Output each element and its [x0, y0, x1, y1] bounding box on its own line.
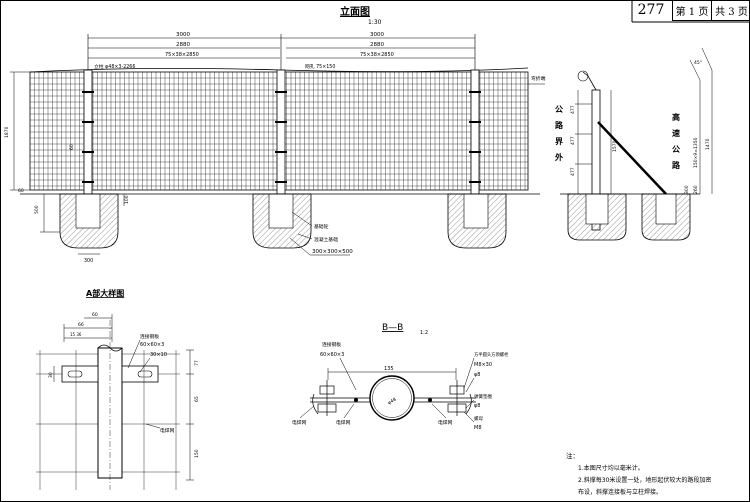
- dim-post-spacing-1: 3000: [176, 32, 190, 38]
- label-foundation-concrete: 基础砼: [314, 223, 329, 230]
- detail-dim-77: 77: [194, 360, 200, 366]
- notes-heading: 注：: [566, 451, 579, 460]
- side-dim-angle: 45°: [694, 60, 702, 66]
- side-view: 公路界外 高速公路 477 477 477 1570 150×9=1350 14…: [555, 47, 713, 241]
- section-bb-scale: 1:2: [420, 330, 428, 336]
- label-foundation-label: 混凝土基础: [314, 236, 338, 243]
- foundations: [20, 193, 540, 249]
- total-label: 共 3 页: [711, 0, 750, 21]
- detail-dim-30: 30: [48, 372, 54, 378]
- dim-foundation-width: 300: [84, 258, 93, 264]
- label-foundation-size: 300×300×500: [312, 249, 353, 255]
- bb-label-mesh-mid: 电焊网: [336, 419, 351, 426]
- dim-post-spacing-2: 3000: [370, 32, 384, 38]
- bb-label-spring: 弹簧垫圈: [474, 393, 492, 400]
- elevation-scale: 1:30: [368, 19, 382, 26]
- detail-dim-60: 60: [92, 312, 98, 318]
- bb-label-mesh-left: 电焊网: [292, 419, 307, 426]
- bb-label-connector: 连接钢板: [322, 341, 341, 348]
- bb-bolt-left: [312, 380, 337, 416]
- dim-panel-spec-1: 75×38×2850: [165, 52, 199, 58]
- elevation-title: 立面图: [340, 5, 370, 18]
- title-block: 277 第 1 页 共 3 页: [632, 0, 750, 22]
- dim-foundation-depth: 500: [34, 205, 40, 214]
- side-right-label: 高速公路: [672, 112, 681, 170]
- notes-line-1: 1.本图尺寸均以毫米计。: [578, 464, 644, 472]
- dim-embed: 100: [124, 195, 130, 204]
- side-dim-r1: 150×9=1350: [693, 137, 699, 168]
- side-brace: [597, 121, 667, 195]
- bb-label-mesh-right: 电焊网: [438, 419, 453, 426]
- elevation-top-dims: [87, 34, 476, 70]
- dim-total-height: 1870: [4, 126, 10, 138]
- detail-dim-65: 65: [194, 396, 200, 402]
- detail-label-plate: 60×60×3: [140, 342, 164, 348]
- notes-line-3: 布设，斜撑连接板与立柱焊接。: [578, 488, 662, 496]
- side-dim-r4: 300: [684, 185, 690, 194]
- section-bb-title: B—B: [382, 323, 403, 333]
- detail-dim-150: 150: [194, 449, 200, 458]
- label-post: 立柱 φ48×3-2266: [94, 63, 135, 70]
- detail-dim-66: 66: [78, 322, 84, 328]
- section-bb-view: B—B 1:2 连接钢板 60×60×3 135 φ48: [292, 323, 509, 431]
- sheet-number: 277: [637, 2, 665, 18]
- dim-small-left: 60: [18, 188, 24, 194]
- detail-dim-15-36: 15 36: [70, 332, 82, 337]
- bb-label-pipe: φ48: [387, 397, 398, 407]
- bb-label-plate: 60×60×3: [320, 352, 344, 358]
- bb-label-nut: 螺母: [474, 415, 483, 422]
- side-dim-2: 477: [570, 136, 576, 145]
- detail-label-bolt: 30×10: [150, 352, 167, 358]
- bb-label-nut-size: M8: [474, 425, 482, 431]
- side-left-label: 公路界外: [555, 105, 564, 162]
- detail-a-view: A部大样图 60 66 15 36: [36, 288, 200, 490]
- side-dim-r2: 1470: [705, 138, 711, 150]
- page-label: 第 1 页: [672, 0, 711, 21]
- detail-a-title: A部大样图: [86, 288, 124, 298]
- side-dim-4: 1570: [612, 140, 618, 152]
- svg-text:公路界外: 公路界外: [555, 105, 564, 162]
- bb-pipe: [369, 375, 415, 421]
- label-mesh: 网孔 75×150: [305, 63, 335, 70]
- side-dim-1: 477: [570, 105, 576, 114]
- bb-dim-135: 135: [384, 366, 394, 372]
- svg-text:高速公路: 高速公路: [672, 112, 681, 170]
- bb-label-bolt-size: M8×30: [474, 362, 492, 368]
- elevation-view: 立面图 1:30 3000 3000 2880 2880 75×38×2850 …: [4, 5, 546, 264]
- bb-label-washer: φ8: [474, 372, 480, 378]
- detail-label-mesh: 电焊网: [160, 427, 175, 434]
- side-dim-3: 477: [570, 167, 576, 176]
- dim-panel-width-1: 2880: [176, 42, 190, 48]
- detail-label-connector: 连接钢板: [140, 333, 159, 340]
- notes: 注： 1.本图尺寸均以毫米计。 2.斜撑每30米设置一处，地形起伏较大的路段加密…: [566, 451, 711, 496]
- bb-label-bolt: 方半圆头方颈螺栓: [474, 351, 509, 358]
- dim-panel-width-2: 2880: [370, 42, 384, 48]
- label-fence-top: 弯折端: [531, 75, 546, 82]
- side-dim-r3: 260: [693, 185, 699, 194]
- dim-post-small: 60: [69, 144, 75, 150]
- bb-label-spring-size: φ8: [474, 403, 480, 409]
- notes-line-2: 2.斜撑每30米设置一处，地形起伏较大的路段加密: [578, 476, 711, 484]
- bb-bolt-right: [447, 380, 472, 416]
- dim-panel-spec-2: 75×38×2850: [360, 52, 394, 58]
